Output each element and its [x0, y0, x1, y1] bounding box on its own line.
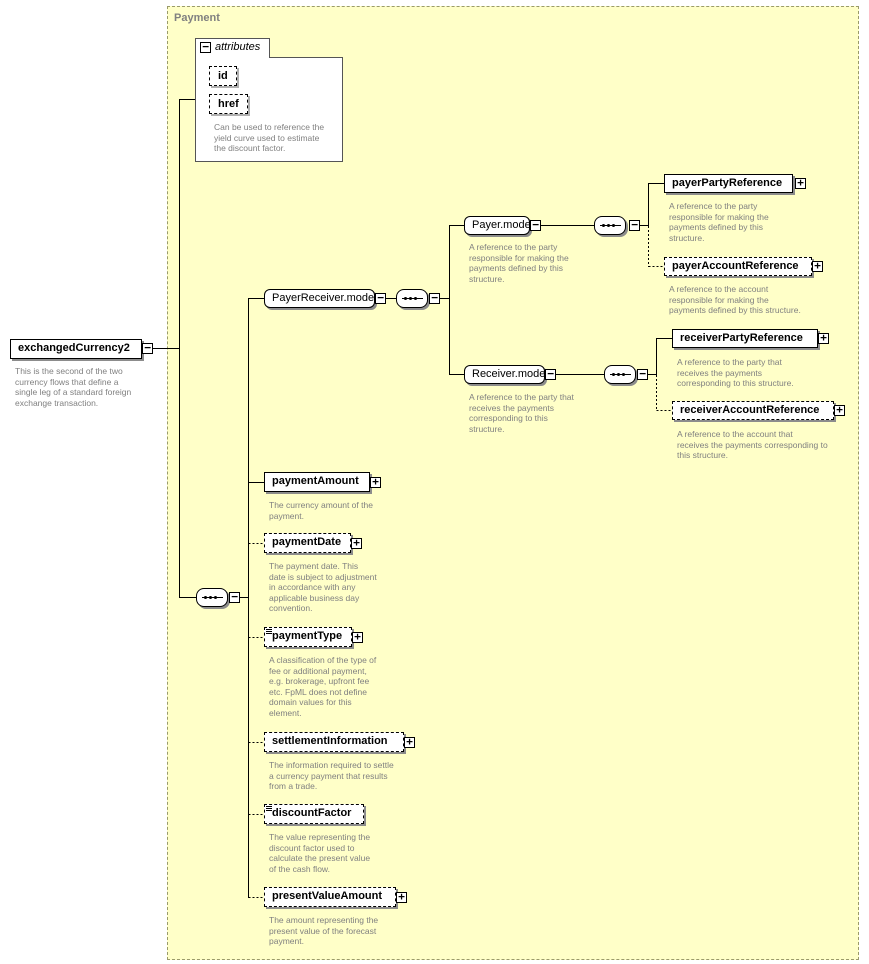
payment-amount-expand-icon[interactable]: + [370, 476, 381, 488]
attributes-collapse-icon[interactable]: − [200, 41, 211, 53]
attributes-label: attributes [215, 41, 261, 53]
payer-account-reference-expand-icon[interactable]: + [812, 260, 823, 272]
payment-amount-node[interactable]: paymentAmount [264, 472, 370, 492]
payer-receiver-sequence-collapse-icon[interactable]: − [429, 292, 440, 304]
region-title: Payment [174, 12, 220, 24]
attribute-id[interactable]: id [209, 66, 237, 86]
text-content-icon [266, 629, 272, 635]
payer-receiver-model-label: PayerReceiver.model [272, 292, 377, 304]
receiver-account-reference-node[interactable]: receiverAccountReference [672, 401, 834, 420]
receiver-model-label: Receiver.model [472, 368, 548, 380]
payer-sequence-collapse-icon[interactable]: − [629, 219, 640, 231]
present-value-amount-label: presentValueAmount [272, 890, 383, 902]
main-sequence-collapse-icon[interactable]: − [229, 591, 240, 603]
payment-date-label: paymentDate [272, 536, 342, 548]
payer-model-node[interactable]: Payer.model [464, 216, 534, 235]
payer-receiver-collapse-icon[interactable]: − [375, 292, 386, 304]
receiver-party-reference-label: receiverPartyReference [680, 332, 803, 344]
receiver-model-collapse-icon[interactable]: − [545, 368, 556, 380]
receiver-account-reference-expand-icon[interactable]: + [834, 404, 845, 416]
receiver-account-reference-label: receiverAccountReference [680, 404, 820, 416]
payer-receiver-sequence-icon [396, 289, 428, 308]
settlement-information-node[interactable]: settlementInformation [264, 732, 404, 752]
payer-party-reference-expand-icon[interactable]: + [795, 177, 806, 189]
payer-model-label: Payer.model [472, 219, 534, 231]
discount-factor-label: discountFactor [272, 807, 352, 819]
attributes-tab [195, 38, 270, 58]
payment-type-node[interactable]: paymentType [264, 627, 352, 647]
settlement-information-expand-icon[interactable]: + [404, 736, 415, 748]
root-node[interactable]: exchangedCurrency2 [10, 339, 142, 359]
payment-date-expand-icon[interactable]: + [351, 537, 362, 549]
present-value-amount-expand-icon[interactable]: + [396, 891, 407, 903]
payment-type-expand-icon[interactable]: + [352, 631, 363, 643]
receiver-model-node[interactable]: Receiver.model [464, 365, 548, 384]
payment-type-label: paymentType [272, 630, 343, 642]
receiver-party-reference-expand-icon[interactable]: + [818, 332, 829, 344]
receiver-sequence-icon [604, 365, 636, 384]
payer-party-reference-label: payerPartyReference [672, 177, 783, 189]
receiver-sequence-collapse-icon[interactable]: − [637, 368, 648, 380]
payer-party-reference-node[interactable]: payerPartyReference [664, 174, 793, 193]
discount-factor-node[interactable]: discountFactor [264, 804, 364, 824]
root-collapse-icon[interactable]: − [142, 342, 153, 354]
payment-date-node[interactable]: paymentDate [264, 533, 351, 553]
main-sequence-icon [196, 588, 228, 607]
text-content-icon [266, 806, 272, 812]
payment-amount-label: paymentAmount [272, 475, 359, 487]
payer-model-collapse-icon[interactable]: − [530, 219, 541, 231]
attribute-href[interactable]: href [209, 94, 248, 114]
root-label: exchangedCurrency2 [18, 342, 130, 354]
present-value-amount-node[interactable]: presentValueAmount [264, 887, 396, 907]
payer-receiver-model-node[interactable]: PayerReceiver.model [264, 289, 377, 308]
payer-account-reference-label: payerAccountReference [672, 260, 799, 272]
payer-account-reference-node[interactable]: payerAccountReference [664, 257, 812, 276]
settlement-information-label: settlementInformation [272, 735, 388, 747]
payer-sequence-icon [594, 216, 626, 235]
receiver-party-reference-node[interactable]: receiverPartyReference [672, 329, 818, 348]
